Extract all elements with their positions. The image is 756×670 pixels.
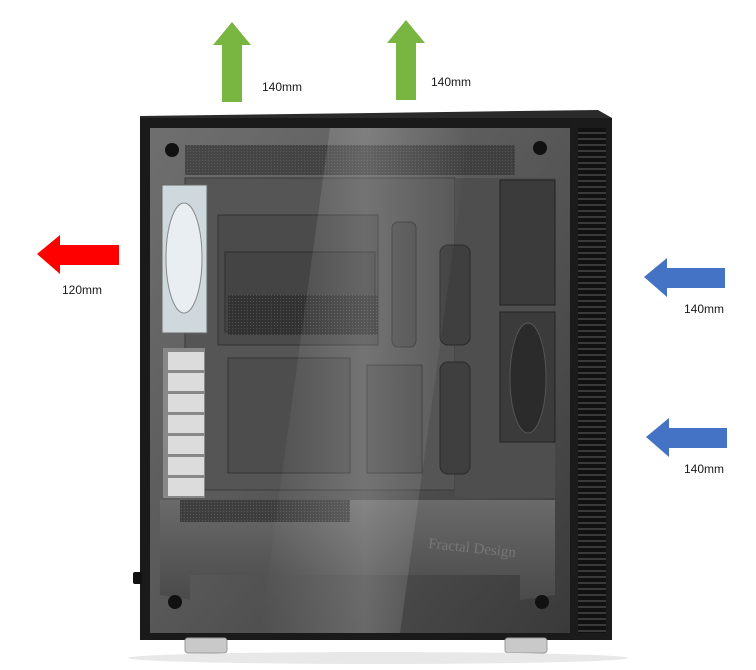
pci-slots (163, 348, 205, 498)
arrow-front-bottom (646, 418, 727, 457)
screw-tr (533, 141, 547, 155)
arrow-top-right (387, 20, 425, 100)
label-top-right-fan: 140mm (431, 75, 472, 89)
arrow-rear (37, 235, 119, 274)
arrow-front-top (644, 258, 725, 297)
screw-tl (165, 143, 179, 157)
label-front-top-fan: 140mm (684, 302, 725, 316)
screw-br (535, 595, 549, 609)
foot-right (504, 637, 548, 654)
pc-case: Fractal Design (128, 110, 628, 664)
label-top-left-fan: 140mm (262, 80, 303, 94)
arrow-top-left (213, 22, 251, 102)
label-front-bottom-fan: 140mm (684, 462, 725, 476)
glass-reflection (260, 128, 470, 633)
label-rear-fan: 120mm (62, 283, 103, 297)
front-fan-top (499, 179, 556, 306)
foot-left (184, 637, 228, 654)
screw-bl (168, 595, 182, 609)
power-button (133, 572, 142, 584)
